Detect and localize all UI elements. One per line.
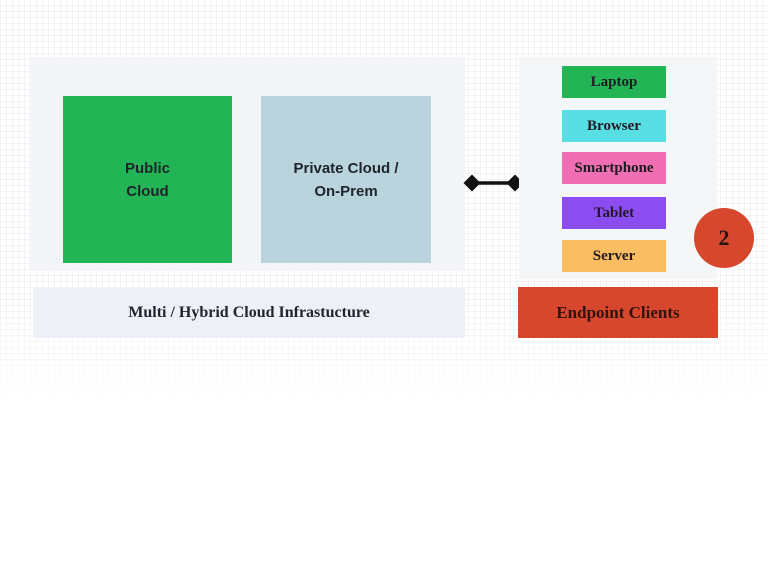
private-cloud-label: Private Cloud / On-Prem (293, 159, 399, 200)
public-cloud-label: Public Cloud (124, 159, 170, 200)
device-box-smartphone[interactable]: Smartphone (562, 152, 666, 184)
device-box-laptop[interactable]: Laptop (562, 66, 666, 98)
device-box-tablet[interactable]: Tablet (562, 197, 666, 229)
device-label-smartphone: Smartphone (574, 159, 654, 176)
device-label-server: Server (592, 247, 636, 264)
device-box-browser[interactable]: Browser (562, 110, 666, 142)
device-box-server[interactable]: Server (562, 240, 666, 272)
device-label-browser: Browser (587, 117, 641, 134)
step-number: 2 (718, 225, 730, 250)
private-cloud-box[interactable]: Private Cloud / On-Prem (261, 96, 431, 263)
public-cloud-box[interactable]: Public Cloud (63, 96, 232, 263)
device-label-laptop: Laptop (590, 73, 638, 90)
cloud-infrastructure-caption-bar: Multi / Hybrid Cloud Infrastucture (33, 288, 465, 338)
cloud-infrastructure-caption: Multi / Hybrid Cloud Infrastucture (128, 304, 370, 321)
endpoint-clients-label: Endpoint Clients (556, 302, 680, 322)
step-number-badge: 2 (694, 208, 754, 268)
device-label-tablet: Tablet (593, 204, 635, 221)
endpoint-clients-banner[interactable]: Endpoint Clients (518, 287, 718, 338)
endpoint-clients-panel: Laptop Browser Smartphone Tablet Server (519, 57, 717, 279)
cloud-infrastructure-panel: Public Cloud Private Cloud / On-Prem (29, 57, 465, 271)
